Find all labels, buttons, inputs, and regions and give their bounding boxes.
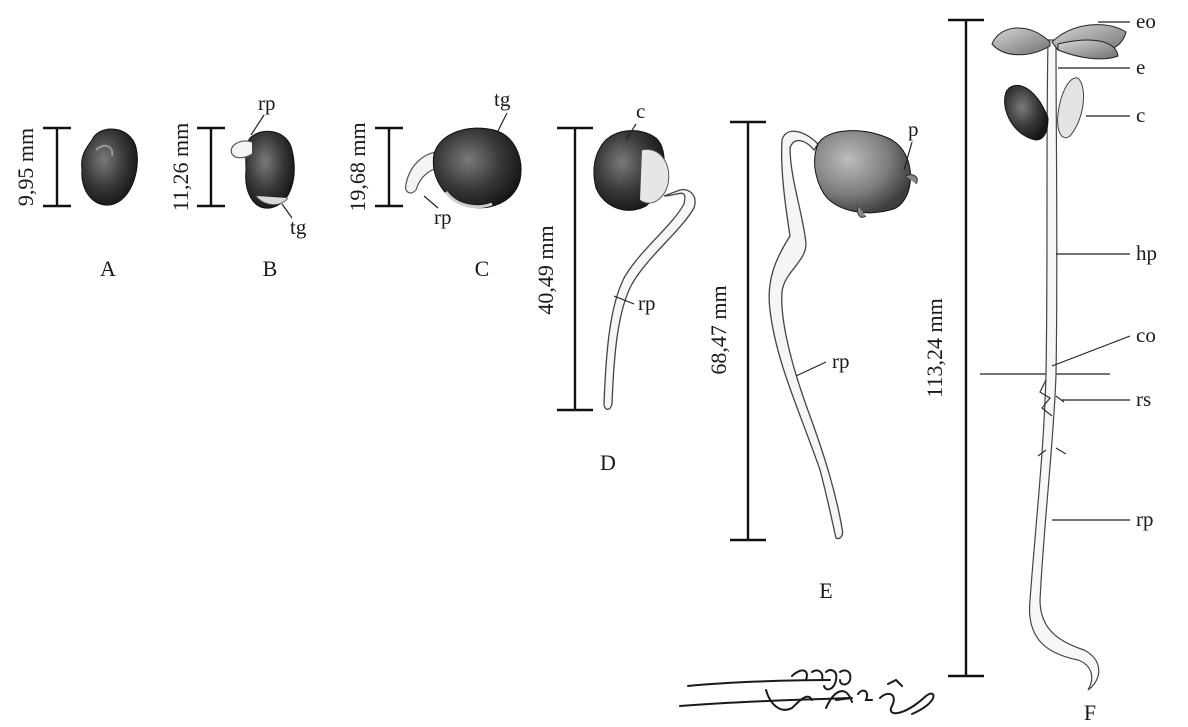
stage-d: 40,49 mm c rp D bbox=[533, 99, 695, 475]
measure-b: 11,26 mm bbox=[168, 123, 193, 211]
panel-letter-d: D bbox=[600, 450, 616, 475]
label-d-rp: rp bbox=[638, 291, 656, 315]
scale-bar-d bbox=[557, 128, 593, 410]
stage-c: 19,68 mm tg rp C bbox=[345, 87, 521, 281]
seedling-d-illustration bbox=[594, 131, 695, 410]
seed-c-illustration bbox=[406, 128, 521, 208]
panel-letter-e: E bbox=[819, 578, 832, 603]
seedling-e-illustration bbox=[769, 131, 917, 539]
panel-letter-a: A bbox=[100, 256, 116, 281]
seed-b-illustration bbox=[231, 131, 294, 208]
scale-bar-f bbox=[948, 20, 984, 676]
stage-f: 113,24 mm eo e c hp co rs rp F bbox=[922, 9, 1157, 725]
scale-bar-c bbox=[375, 128, 403, 206]
seedling-f-illustration bbox=[992, 25, 1126, 690]
measure-a: 9,95 mm bbox=[13, 128, 38, 206]
label-b-tg: tg bbox=[290, 215, 307, 239]
panel-letter-f: F bbox=[1084, 700, 1096, 725]
label-f-co: co bbox=[1136, 323, 1156, 347]
label-f-eo: eo bbox=[1136, 9, 1156, 33]
label-c-tg: tg bbox=[494, 87, 511, 111]
label-f-rs: rs bbox=[1136, 387, 1151, 411]
label-f-hp: hp bbox=[1136, 241, 1157, 265]
stage-b: 11,26 mm rp tg B bbox=[168, 91, 307, 281]
scale-bar-a bbox=[43, 128, 71, 206]
label-d-c: c bbox=[636, 99, 645, 123]
measure-f: 113,24 mm bbox=[922, 298, 947, 397]
measure-d: 40,49 mm bbox=[533, 225, 558, 314]
label-f-rp: rp bbox=[1136, 507, 1154, 531]
measure-c: 19,68 mm bbox=[345, 122, 370, 211]
stage-e: 68,47 mm p rp E bbox=[706, 117, 919, 603]
label-f-c: c bbox=[1136, 103, 1145, 127]
label-c-rp: rp bbox=[434, 205, 452, 229]
label-b-rp: rp bbox=[258, 91, 276, 115]
artist-signature bbox=[680, 670, 934, 714]
scale-bar-e bbox=[730, 122, 766, 540]
panel-letter-b: B bbox=[263, 256, 278, 281]
stage-a: 9,95 mm A bbox=[13, 128, 137, 281]
measure-e: 68,47 mm bbox=[706, 285, 731, 374]
label-f-e: e bbox=[1136, 55, 1145, 79]
panel-letter-c: C bbox=[475, 256, 490, 281]
label-e-rp: rp bbox=[832, 349, 850, 373]
label-e-p: p bbox=[908, 117, 919, 141]
seed-a-illustration bbox=[82, 129, 138, 205]
scale-bar-b bbox=[197, 128, 225, 206]
